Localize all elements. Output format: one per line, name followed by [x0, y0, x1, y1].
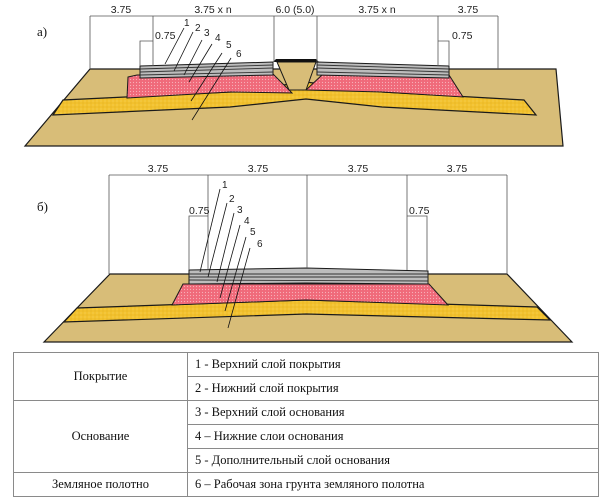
callout-b-4: 4: [244, 216, 250, 227]
group-base: Основание: [13, 400, 188, 473]
dim-b-strip-right: 0.75: [409, 205, 430, 217]
dim-a-shoulder-left: 3.75: [111, 4, 132, 16]
table-row: Основание 3 - Верхний слой основания: [13, 400, 599, 473]
legend-item-4: 4 – Нижние слои основания: [187, 424, 599, 449]
layer-legend-table: Покрытие 1 - Верхний слой покрытия 2 - Н…: [13, 352, 599, 497]
callout-b-1: 1: [222, 180, 228, 191]
dim-b-shoulder-right: 3.75: [447, 163, 468, 175]
diagram-a: а): [23, 4, 564, 147]
dimension-lines-a: [89, 15, 499, 69]
callout-b-3: 3: [237, 205, 243, 216]
pavement-right: [316, 61, 450, 79]
group-pavement: Покрытие: [13, 352, 188, 401]
dim-b-lane-2: 3.75: [348, 163, 369, 175]
dimension-lines-b: [108, 174, 508, 274]
lower-base-layer-left: [126, 73, 294, 99]
dim-a-median: 6.0 (5.0): [275, 4, 314, 16]
table-row: Земляное полотно 6 – Рабочая зона грунта…: [13, 472, 599, 497]
callout-a-5: 5: [226, 40, 232, 51]
legend-item-2: 2 - Нижний слой покрытия: [187, 376, 599, 401]
legend-item-3: 3 - Верхний слой основания: [187, 400, 599, 425]
callout-leaders-b: [199, 188, 251, 329]
diagram-b-label: б): [37, 199, 48, 214]
pavement-left: [139, 61, 274, 79]
table-row: 2 - Нижний слой покрытия: [14, 376, 599, 401]
legend-item-1: 1 - Верхний слой покрытия: [187, 352, 599, 377]
group-subgrade: Земляное полотно: [13, 472, 188, 497]
dim-a-strip-left: 0.75: [155, 30, 176, 42]
dim-b-lane-1: 3.75: [248, 163, 269, 175]
dim-a-shoulder-right: 3.75: [458, 4, 479, 16]
road-cross-section-diagram: а): [23, 4, 574, 343]
callout-a-6: 6: [236, 49, 242, 60]
table-row: Покрытие 1 - Верхний слой покрытия: [13, 352, 599, 401]
legend-item-6: 6 – Рабочая зона грунта земляного полотн…: [187, 472, 599, 497]
callout-a-4: 4: [215, 33, 221, 44]
diagram-b: б) 3.75 3.75 3.75 3.75 0.75 0.: [37, 163, 574, 343]
callout-a-1: 1: [184, 18, 190, 29]
callout-b-2: 2: [229, 194, 235, 205]
callout-b-6: 6: [257, 239, 263, 250]
pavement-b: [188, 267, 429, 285]
callout-b-5: 5: [250, 227, 256, 238]
diagram-a-label: а): [37, 24, 47, 39]
median-curb: [273, 59, 319, 62]
dim-b-strip-left: 0.75: [189, 205, 210, 217]
callout-a-2: 2: [195, 23, 201, 34]
dim-b-shoulder-left: 3.75: [148, 163, 169, 175]
callout-a-3: 3: [204, 28, 210, 39]
legend-item-5: 5 - Дополнительный слой основания: [187, 448, 599, 473]
dim-a-lanes-left: 3.75 x n: [194, 4, 232, 16]
callout-leaders-a: [164, 27, 232, 121]
dim-a-strip-right: 0.75: [452, 30, 473, 42]
dim-a-lanes-right: 3.75 x n: [358, 4, 396, 16]
